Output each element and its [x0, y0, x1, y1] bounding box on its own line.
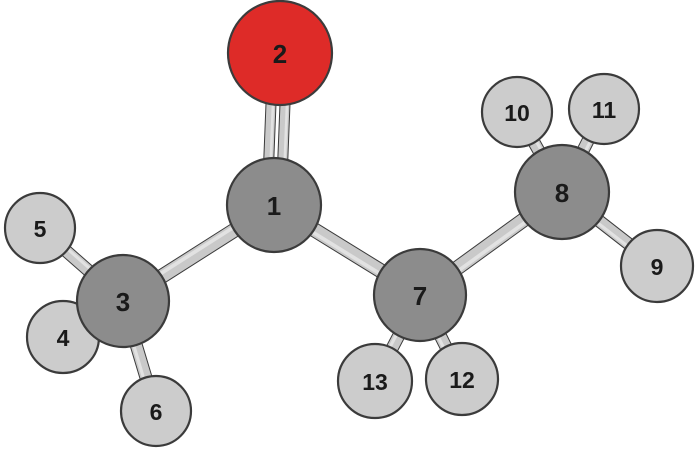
atom-2-oxygen[interactable]: 2 — [226, 0, 334, 107]
bond-1-2-double-a[interactable] — [263, 94, 277, 169]
bond-3-5[interactable] — [56, 241, 99, 281]
bond-1-7[interactable] — [302, 219, 393, 281]
bond-7-8[interactable] — [445, 209, 536, 279]
bond-1-3[interactable] — [150, 220, 247, 287]
atom-1-carbon[interactable]: 1 — [225, 156, 323, 254]
bond-8-9[interactable] — [588, 211, 640, 254]
atom-8-carbon[interactable]: 8 — [513, 143, 611, 241]
atom-7-carbon[interactable]: 7 — [372, 247, 468, 343]
atom-13-hydrogen[interactable]: 13 — [336, 342, 414, 420]
atom-11-hydrogen[interactable]: 11 — [567, 72, 641, 146]
atom-5-hydrogen[interactable]: 5 — [3, 191, 77, 265]
atom-12-hydrogen[interactable]: 12 — [424, 341, 500, 417]
bond-3-6[interactable] — [128, 333, 154, 389]
atom-3-carbon[interactable]: 3 — [75, 253, 171, 349]
bond-1-2-double-b[interactable] — [277, 94, 291, 169]
atom-9-hydrogen[interactable]: 9 — [619, 228, 695, 304]
atom-10-hydrogen[interactable]: 10 — [480, 75, 554, 149]
atom-6-hydrogen[interactable]: 6 — [119, 374, 193, 448]
